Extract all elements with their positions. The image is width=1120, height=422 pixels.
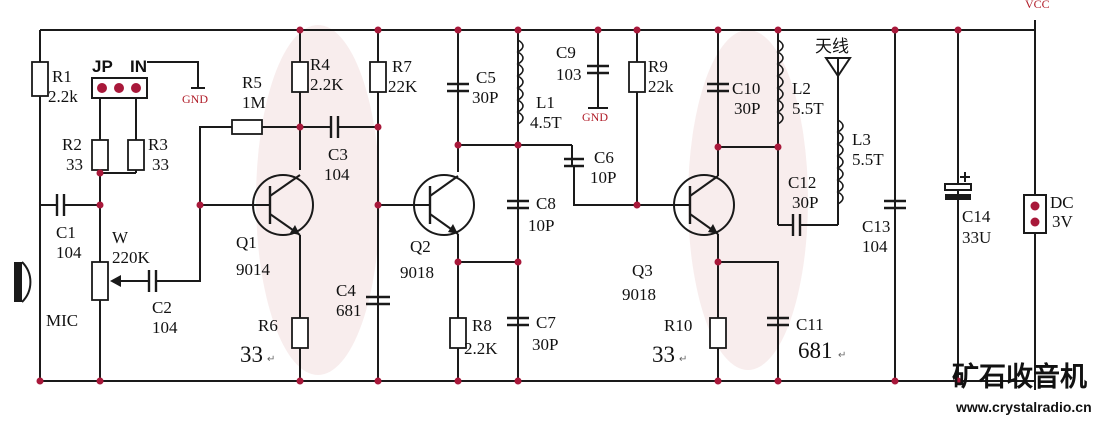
q1-part: 9014 bbox=[236, 260, 271, 279]
r2-value: 33 bbox=[66, 155, 83, 174]
q2-part: 9018 bbox=[400, 263, 434, 282]
r3-name: R3 bbox=[148, 135, 168, 154]
r8-value: 2.2K bbox=[464, 339, 498, 358]
r5-name: R5 bbox=[242, 73, 262, 92]
c3-value: 104 bbox=[324, 165, 350, 184]
c13-name: C13 bbox=[862, 217, 890, 236]
gnd-label-2: GND bbox=[582, 110, 608, 124]
c4-value: 681 bbox=[336, 301, 362, 320]
c12-value: 30P bbox=[792, 193, 818, 212]
c1-value: 104 bbox=[56, 243, 82, 262]
q2-name: Q2 bbox=[410, 237, 431, 256]
c14-value: 33U bbox=[962, 228, 991, 247]
q3-name: Q3 bbox=[632, 261, 653, 280]
antenna-label: 天线 bbox=[815, 37, 849, 56]
c10-name: C10 bbox=[732, 79, 760, 98]
c2-value: 104 bbox=[152, 318, 178, 337]
r8-name: R8 bbox=[472, 316, 492, 335]
l1-value: 4.5T bbox=[530, 113, 562, 132]
q3-stage bbox=[628, 30, 852, 381]
r4-value: 2.2K bbox=[310, 75, 344, 94]
c3-name: C3 bbox=[328, 145, 348, 164]
c11-return-mark: ↵ bbox=[838, 350, 846, 361]
r2-name: R2 bbox=[62, 135, 82, 154]
c9-name: C9 bbox=[556, 43, 576, 62]
c11-value: 681 bbox=[798, 338, 833, 363]
r1-name: R1 bbox=[52, 67, 72, 86]
l2-value: 5.5T bbox=[792, 99, 824, 118]
l1-name: L1 bbox=[536, 93, 555, 112]
c4-name: C4 bbox=[336, 281, 356, 300]
c8-value: 10P bbox=[528, 216, 554, 235]
junction-dots bbox=[36, 26, 962, 385]
r10-name: R10 bbox=[664, 316, 692, 335]
jumper-section bbox=[91, 61, 205, 381]
c12-name: C12 bbox=[788, 173, 816, 192]
mic-label: MIC bbox=[46, 311, 78, 330]
in-label: IN bbox=[130, 57, 147, 76]
r9-name: R9 bbox=[648, 57, 668, 76]
c10-value: 30P bbox=[734, 99, 760, 118]
c14-name: C14 bbox=[962, 207, 991, 226]
vcc-label: VCC bbox=[1025, 0, 1050, 11]
r6-name: R6 bbox=[258, 316, 278, 335]
r5-value: 1M bbox=[242, 93, 266, 112]
r6-return-mark: ↵ bbox=[267, 354, 275, 365]
q3-part: 9018 bbox=[622, 285, 656, 304]
brand-url: www.crystalradio.cn bbox=[955, 399, 1092, 415]
c6-value: 10P bbox=[590, 168, 616, 187]
gnd-label: GND bbox=[182, 92, 208, 106]
pot-value: 220K bbox=[112, 248, 151, 267]
jp-label: JP bbox=[92, 57, 113, 76]
l3-value: 5.5T bbox=[852, 150, 884, 169]
c2-name: C2 bbox=[152, 298, 172, 317]
mic-section bbox=[14, 61, 100, 303]
r9-value: 22k bbox=[648, 77, 674, 96]
r3-value: 33 bbox=[152, 155, 169, 174]
r6-value: 33 bbox=[240, 342, 263, 367]
supply-section bbox=[884, 30, 1047, 381]
c13-value: 104 bbox=[862, 237, 888, 256]
r7-name: R7 bbox=[392, 57, 412, 76]
c7-value: 30P bbox=[532, 335, 558, 354]
c8-name: C8 bbox=[536, 194, 556, 213]
c9-value: 103 bbox=[556, 65, 582, 84]
r7-value: 22K bbox=[388, 77, 418, 96]
l3-name: L3 bbox=[852, 130, 871, 149]
c6-name: C6 bbox=[594, 148, 614, 167]
pot-name: W bbox=[112, 228, 129, 247]
r1-value: 2.2k bbox=[48, 87, 78, 106]
c5-value: 30P bbox=[472, 88, 498, 107]
c1-name: C1 bbox=[56, 223, 76, 242]
dc-label: DC bbox=[1050, 193, 1074, 212]
dc-volt: 3V bbox=[1052, 212, 1074, 231]
c5-name: C5 bbox=[476, 68, 496, 87]
brand-name: 矿石收音机 bbox=[952, 361, 1087, 393]
r10-value: 33 bbox=[652, 342, 675, 367]
q2-stage bbox=[413, 30, 637, 381]
r4-name: R4 bbox=[310, 55, 330, 74]
r10-return-mark: ↵ bbox=[679, 354, 687, 365]
c7-name: C7 bbox=[536, 313, 556, 332]
l2-name: L2 bbox=[792, 79, 811, 98]
c11-name: C11 bbox=[796, 315, 824, 334]
q1-name: Q1 bbox=[236, 233, 257, 252]
